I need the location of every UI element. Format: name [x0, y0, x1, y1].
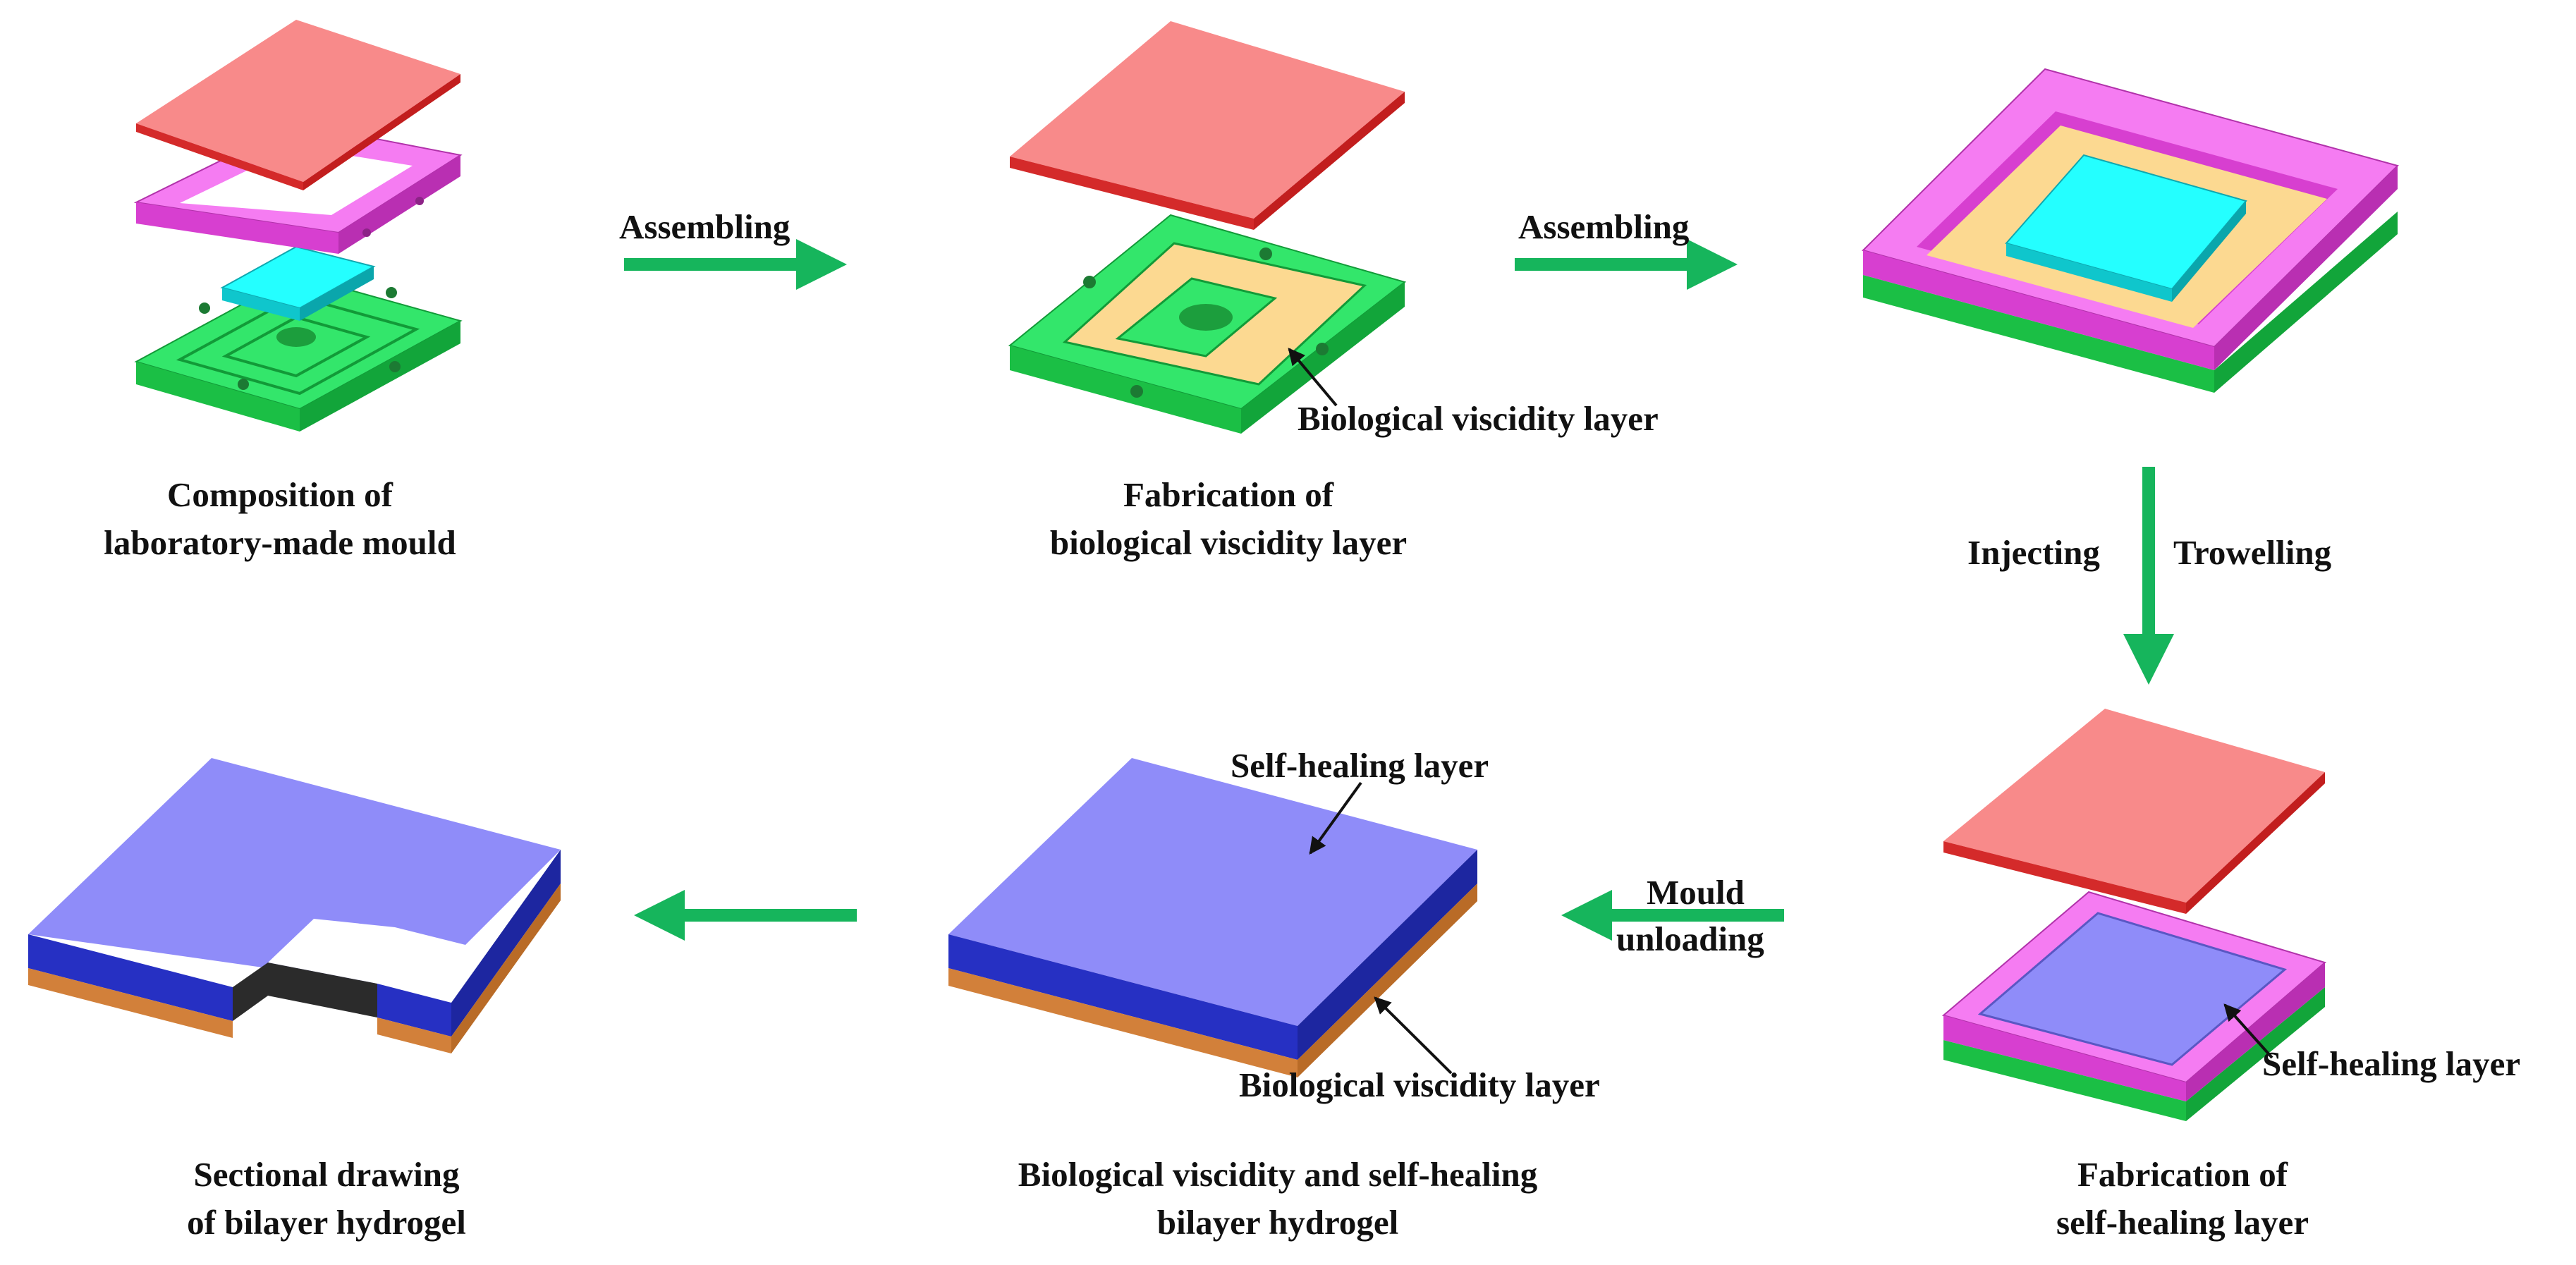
self-healing-callout: Self-healing layer — [2262, 1044, 2520, 1083]
self-healing-assembly — [1941, 709, 2327, 1121]
assembling-label-2: Assembling — [1518, 207, 1690, 246]
assembled-mould — [1862, 68, 2399, 393]
bio-layer-assembly — [1008, 21, 1407, 434]
bilayer-bottom-layer — [948, 968, 1298, 1077]
bio-layer-hole — [1179, 304, 1233, 331]
mould-cyan-insert — [220, 245, 376, 321]
unloading-label-line2: unloading — [1616, 919, 1764, 958]
sectional-notch — [233, 963, 377, 1021]
bio-layer-lid — [1010, 21, 1405, 230]
mould-exploded-view — [133, 20, 463, 432]
self-healing-lid — [1943, 709, 2325, 903]
caption-sectional-line2: of bilayer hydrogel — [187, 1203, 466, 1242]
injecting-label: Injecting — [1967, 533, 2100, 572]
bilayer-top-callout-pointer — [1309, 781, 1362, 855]
unloading-label-line1: Mould — [1647, 873, 1745, 912]
bilayer-bottom-callout-pointer — [1374, 996, 1453, 1075]
mould-base-plate — [134, 274, 463, 432]
bio-layer-callout: Biological viscidity layer — [1298, 399, 1659, 438]
caption-sectional-line1: Sectional drawing — [193, 1155, 460, 1194]
sectional-top-face — [28, 758, 561, 984]
trowelling-label: Trowelling — [2173, 533, 2332, 572]
bio-layer-callout-pointer — [1288, 348, 1338, 407]
caption-mould-line2: laboratory-made mould — [104, 523, 456, 562]
bilayer-bottom-callout: Biological viscidity layer — [1239, 1065, 1600, 1104]
mould-frame — [133, 122, 463, 254]
caption-bilayer-line2: bilayer hydrogel — [1157, 1203, 1399, 1242]
caption-self-healing-line1: Fabrication of — [2077, 1155, 2288, 1194]
mould-lid — [136, 20, 460, 190]
assembling-label-1: Assembling — [619, 207, 790, 246]
bilayer-top-callout: Self-healing layer — [1231, 746, 1489, 785]
caption-bilayer-line1: Biological viscidity and self-healing — [1018, 1155, 1538, 1194]
caption-self-healing-line2: self-healing layer — [2056, 1203, 2309, 1242]
sectional-hydrogel — [28, 758, 561, 1053]
self-healing-fill — [1977, 912, 2288, 1066]
bilayer-top-face — [948, 758, 1477, 1026]
self-healing-callout-pointer — [2223, 1003, 2273, 1059]
caption-bio-layer-line2: biological viscidity layer — [1050, 523, 1407, 562]
caption-bio-layer-line1: Fabrication of — [1123, 475, 1334, 514]
caption-mould-line1: Composition of — [167, 475, 393, 514]
bilayer-hydrogel — [948, 758, 1477, 1077]
